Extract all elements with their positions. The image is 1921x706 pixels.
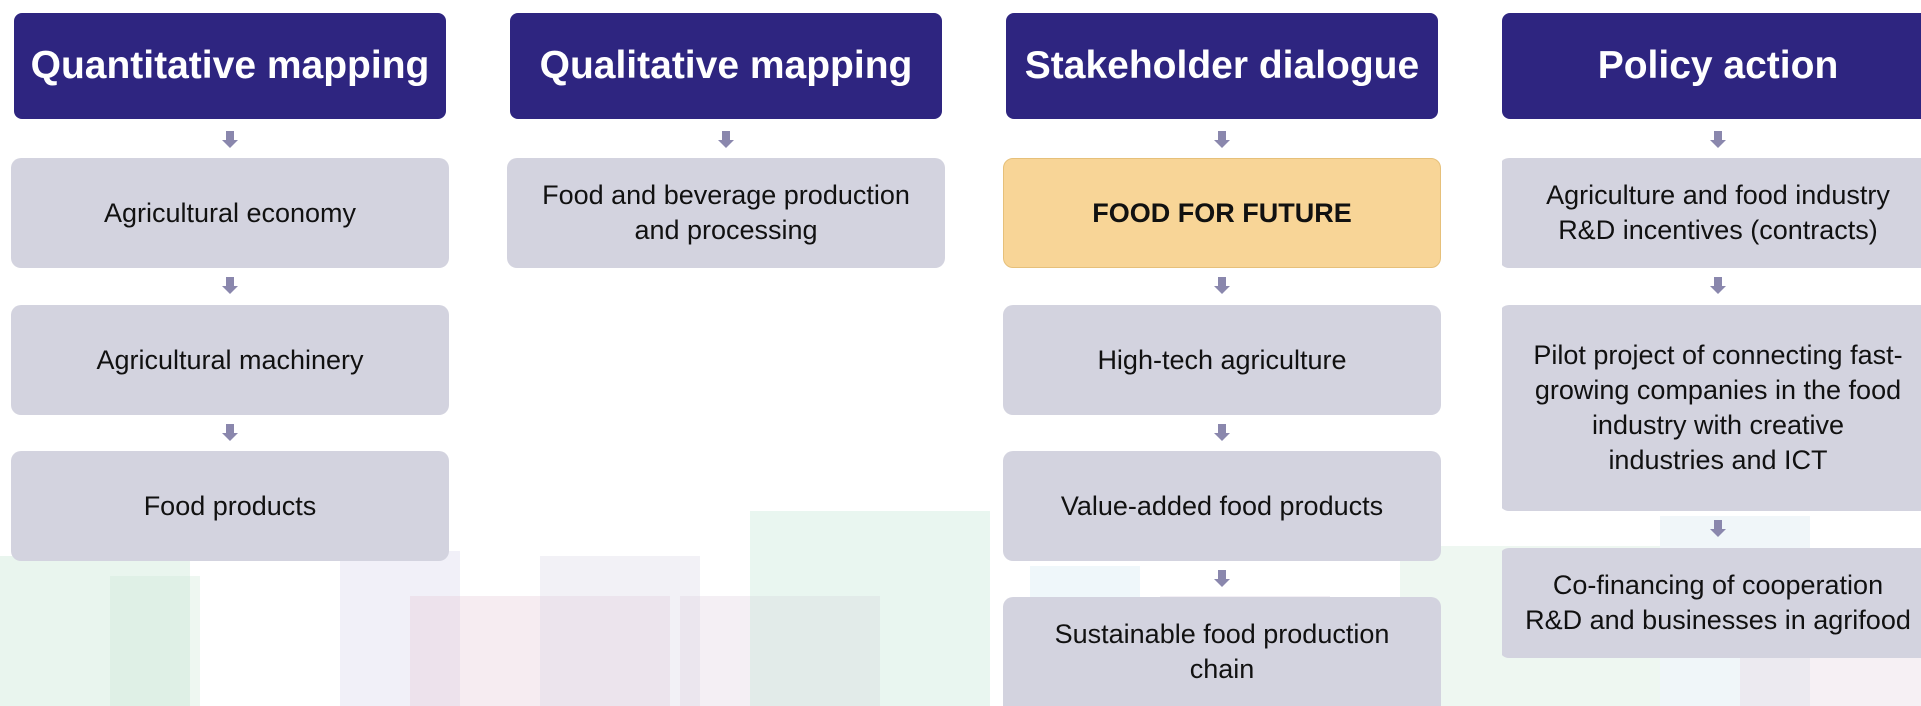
down-arrow-icon [718,131,734,148]
down-arrow-icon [222,131,238,148]
flow-box-agricultural-economy: Agricultural economy [11,158,449,268]
background-building [340,551,460,706]
box-text-line: High-tech agriculture [1097,344,1347,375]
box-text-line: Agriculture and food industry [1546,180,1890,210]
column-header: Qualitative mapping [510,13,942,119]
down-arrow-icon [1214,424,1230,441]
box-text-line: Agricultural machinery [96,344,364,375]
box-text-line: growing companies in the food [1534,375,1902,405]
flow-box-co-financing: Co-financing of cooperation R&D and busi… [1502,548,1921,658]
background-building [750,511,990,706]
down-arrow-icon [1214,277,1230,294]
box-text-line: and processing [634,215,818,245]
down-arrow-icon [1214,570,1230,587]
box-text-line: R&D incentives (contracts) [1558,215,1878,245]
down-arrow-icon [1710,131,1726,148]
flow-box-agricultural-machinery: Agricultural machinery [11,305,449,415]
flow-box-food-products: Food products [11,451,449,561]
down-arrow-icon [222,424,238,441]
box-text-line: R&D and businesses in agrifood [1525,605,1911,635]
box-text-line: industry with creative [1591,410,1845,440]
column-header: Policy action [1502,13,1921,119]
flow-box-rd-incentives: Agriculture and food industry R&D incent… [1502,158,1921,268]
column-policy-action: Policy action Agriculture and food indus… [1502,0,1921,706]
column-header: Quantitative mapping [14,13,446,119]
column-quantitative-mapping: Quantitative mapping Agricultural econom… [11,0,450,706]
column-qualitative-mapping: Qualitative mapping Food and beverage pr… [507,0,946,706]
box-text-line: Sustainable food production [1054,618,1390,649]
box-text-line: chain [1189,653,1255,684]
down-arrow-icon [222,277,238,294]
down-arrow-icon [1710,277,1726,294]
background-building [110,576,200,706]
column-header: Stakeholder dialogue [1006,13,1438,119]
flow-box-pilot-project: Pilot project of connecting fast- growin… [1502,305,1921,511]
box-text-line: FOOD FOR FUTURE [1092,197,1352,228]
flow-box-sustainable-food-production-chain: Sustainable food production chain [1003,597,1441,706]
flow-box-food-for-future: FOOD FOR FUTURE [1003,158,1441,268]
box-text-line: industries and ICT [1608,445,1828,475]
column-stakeholder-dialogue: Stakeholder dialogue FOOD FOR FUTURE Hig… [1003,0,1442,706]
background-building [410,596,670,706]
background-building [680,596,880,706]
flow-box-food-beverage-production: Food and beverage production and process… [507,158,945,268]
box-text-line: Co-financing of cooperation [1552,570,1884,600]
box-text-line: Value-added food products [1060,490,1384,521]
box-text-line: Food and beverage production [542,180,910,210]
flow-box-value-added-food-products: Value-added food products [1003,451,1441,561]
flow-box-high-tech-agriculture: High-tech agriculture [1003,305,1441,415]
background-building [0,556,190,706]
down-arrow-icon [1214,131,1230,148]
down-arrow-icon [1710,520,1726,537]
box-text-line: Agricultural economy [103,197,357,228]
background-building [540,556,700,706]
box-text-line: Pilot project of connecting fast- [1533,340,1903,370]
box-text-line: Food products [143,490,317,521]
